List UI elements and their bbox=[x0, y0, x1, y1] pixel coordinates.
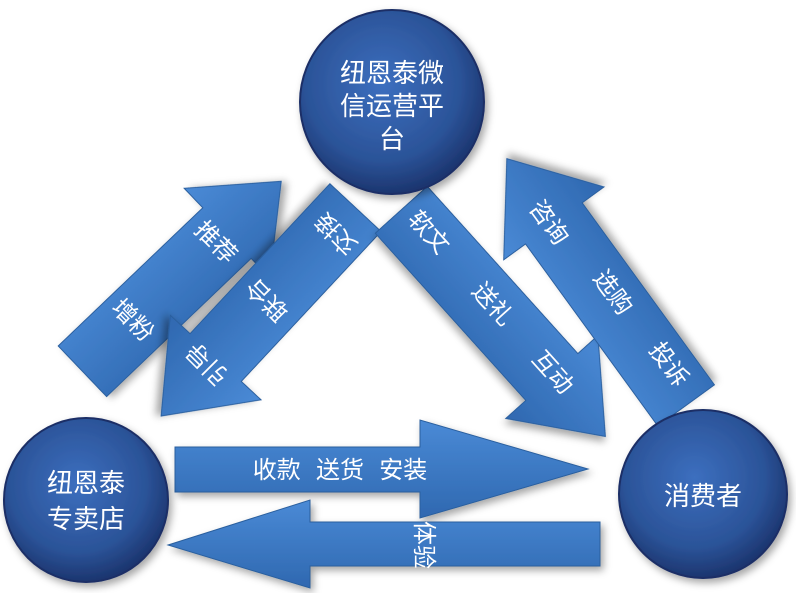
label-experience: 体验 bbox=[410, 521, 438, 569]
label-payment-delivery-install: 收款 送货 安装 bbox=[253, 456, 428, 484]
node-consumer: 消费者 bbox=[618, 409, 788, 579]
node-store-line-2: 专卖店 bbox=[47, 505, 125, 535]
arrow-store-to-consumer bbox=[174, 419, 590, 519]
node-store: 纽恩泰 专卖店 bbox=[3, 417, 169, 583]
arrow-store-to-platform bbox=[57, 180, 282, 398]
arrow-consumer-to-platform bbox=[503, 157, 716, 427]
node-platform: 纽恩泰微 信运营平 台 bbox=[299, 9, 485, 195]
node-consumer-line-1: 消费者 bbox=[664, 482, 742, 512]
node-platform-line-2: 信运营平 bbox=[340, 92, 444, 122]
node-store-line-1: 纽恩泰 bbox=[47, 469, 125, 499]
arrow-platform-to-store bbox=[160, 183, 382, 417]
arrow-consumer-to-store bbox=[166, 499, 601, 589]
arrow-platform-to-consumer bbox=[374, 185, 606, 438]
node-platform-line-3: 台 bbox=[379, 125, 405, 155]
node-platform-line-1: 纽恩泰微 bbox=[340, 59, 444, 89]
